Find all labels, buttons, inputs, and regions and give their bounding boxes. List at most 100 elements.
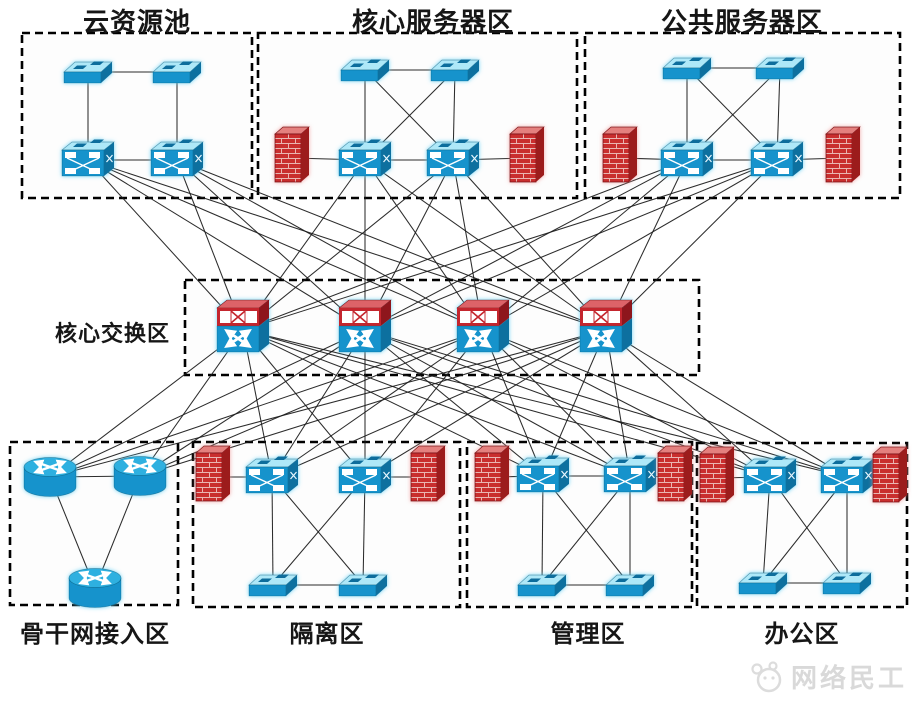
zone-label-backbone: 骨干网接入区 [20, 621, 170, 648]
l2-switch-icon [63, 61, 113, 84]
link-gl-ml1-gl-sw2 [271, 476, 364, 586]
link-bg-ml1-bg-sw2 [769, 476, 848, 584]
watermark-logo-icon [748, 660, 786, 694]
link-core3-bg-ml2 [482, 329, 848, 478]
link-bg-ml2-bg-sw1 [762, 476, 848, 584]
link-core2-bb-r1 [49, 329, 366, 478]
link-core4-gl-ml1 [271, 329, 607, 478]
core-switch-icon [456, 299, 510, 353]
firewall-icon [195, 445, 231, 502]
link-gl-ml1-gl-sw1 [271, 476, 274, 586]
zone-box-dmz [191, 440, 462, 609]
link-bg-ml1-bg-sw1 [762, 476, 771, 584]
link-core2-bg-ml2 [364, 329, 848, 478]
zone-label-dmz: 隔离区 [289, 621, 365, 648]
link-cz-ml1-core1 [87, 159, 244, 331]
link-hx-ml2-core4 [452, 159, 607, 331]
zone-label-office: 办公区 [764, 621, 840, 648]
firewall-icon [509, 126, 545, 183]
firewall-icon [872, 446, 908, 503]
firewall-icon [474, 445, 510, 502]
multilayer-switch-icon [338, 139, 392, 177]
multilayer-switch-icon [750, 139, 804, 177]
link-core3-gl-ml2 [364, 329, 484, 478]
link-core2-gu-ml1 [364, 329, 544, 477]
l2-switch-icon [517, 574, 567, 597]
watermark-text: 网络民工 [791, 663, 908, 693]
link-cz-ml2-core3 [176, 159, 484, 331]
multilayer-switch-icon [660, 139, 714, 177]
link-cz-ml1-core2 [87, 159, 366, 331]
firewall-icon [602, 126, 638, 183]
core-switch-icon [338, 299, 392, 353]
link-core4-gu-ml2 [605, 329, 631, 477]
devices-layer [23, 57, 908, 608]
l2-switch-icon [822, 572, 872, 595]
link-core1-gl-ml1 [242, 329, 273, 478]
l2-switch-icon [152, 61, 202, 84]
link-gg-ml1-core1 [242, 159, 688, 331]
link-core1-bg-ml2 [242, 329, 848, 478]
firewall-icon [657, 445, 693, 502]
link-hx-ml1-core3 [364, 159, 484, 331]
multilayer-switch-icon [338, 456, 392, 494]
link-core1-bb-r1 [49, 329, 244, 478]
l2-switch-icon [340, 59, 390, 82]
firewall-icon [274, 126, 310, 183]
link-gg-ml2-core3 [482, 159, 778, 331]
l2-switch-icon [338, 574, 388, 597]
multilayer-switch-icon [426, 139, 480, 177]
link-gu-ml1-gu-sw1 [541, 475, 544, 586]
link-gl-ml2-gl-sw2 [362, 476, 366, 586]
multilayer-switch-icon [820, 456, 874, 494]
link-core3-gu-ml2 [482, 329, 631, 477]
router-icon [113, 456, 167, 496]
link-core3-gu-ml1 [482, 329, 544, 477]
router-icon [23, 457, 77, 497]
link-gg-ml2-core1 [242, 159, 778, 331]
zone-label-core-server: 核心服务器区 [351, 7, 515, 37]
link-core4-gu-ml1 [542, 329, 607, 477]
link-core4-bb-r1 [49, 329, 607, 478]
link-hx-ml2-core1 [242, 159, 454, 331]
l2-switch-icon [738, 572, 788, 595]
link-core2-gl-ml1 [271, 329, 366, 478]
link-cz-ml1-core4 [87, 159, 607, 331]
link-gg-ml1-core2 [364, 159, 688, 331]
zone-label-core-switching: 核心交换区 [54, 321, 170, 346]
link-gl-ml2-gl-sw1 [272, 476, 366, 586]
l2-switch-icon [662, 57, 712, 80]
zone-label-mgmt: 管理区 [550, 621, 626, 648]
zone-label-cloud: 云资源池 [82, 7, 192, 37]
link-core2-bb-r2 [139, 329, 366, 477]
core-switch-icon [216, 299, 270, 353]
link-core4-bg-ml1 [605, 329, 771, 478]
link-gg-ml2-core2 [364, 159, 778, 331]
link-core2-gu-ml2 [364, 329, 631, 477]
multilayer-switch-icon [245, 456, 299, 494]
multilayer-switch-icon [516, 455, 570, 493]
l2-switch-icon [605, 574, 655, 597]
multilayer-switch-icon [61, 139, 115, 177]
link-hx-ml1-core4 [364, 159, 607, 331]
link-core1-gu-ml2 [242, 329, 631, 477]
firewall-icon [699, 446, 735, 503]
router-icon [68, 568, 122, 608]
zone-box-cloud [20, 31, 254, 200]
link-core1-gl-ml2 [242, 329, 366, 478]
link-cz-ml2-core4 [176, 159, 607, 331]
link-core3-gl-ml1 [271, 329, 484, 478]
l2-switch-icon [430, 59, 480, 82]
zone-boxes-layer [8, 31, 909, 609]
link-core4-gl-ml2 [364, 329, 607, 478]
link-gg-ml2-core4 [605, 159, 778, 331]
watermark: 网络民工 [748, 658, 907, 695]
link-core1-bb-r2 [139, 329, 244, 477]
link-gu-ml2-gu-sw1 [541, 475, 631, 586]
multilayer-switch-icon [603, 455, 657, 493]
zone-label-public-server: 公共服务器区 [660, 7, 824, 37]
multilayer-switch-icon [743, 456, 797, 494]
l2-switch-icon [248, 574, 298, 597]
firewall-icon [410, 445, 446, 502]
